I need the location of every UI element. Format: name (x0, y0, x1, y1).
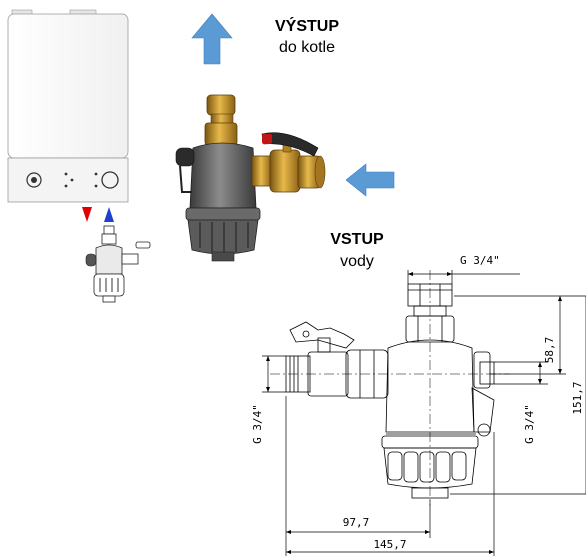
input-sublabel: vody (340, 253, 374, 270)
dim-width-total: 145,7 (373, 538, 406, 551)
knob-icon (101, 171, 119, 189)
input-label: VSTUP (330, 231, 384, 248)
output-up-arrow-icon (191, 13, 233, 65)
technical-drawing (270, 270, 510, 506)
dimension-lines (262, 270, 586, 556)
input-left-arrow-icon (345, 163, 395, 197)
filter-render (175, 94, 326, 262)
dim-thread-right: G 3/4" (523, 404, 536, 444)
dim-width-axis: 97,7 (343, 516, 370, 529)
output-sublabel: do kotle (279, 39, 335, 56)
dim-thread-top: G 3/4" (460, 254, 500, 267)
output-label: VÝSTUP (275, 16, 339, 35)
cold-inlet-arrow-icon (104, 207, 114, 222)
boiler-illustration (7, 9, 151, 303)
dim-thread-left: G 3/4" (251, 404, 264, 444)
dim-height-upper: 58,7 (543, 337, 556, 364)
hot-outlet-arrow-icon (82, 207, 92, 222)
dim-height-total: 151,7 (571, 381, 584, 414)
gauge-icon (26, 172, 42, 188)
